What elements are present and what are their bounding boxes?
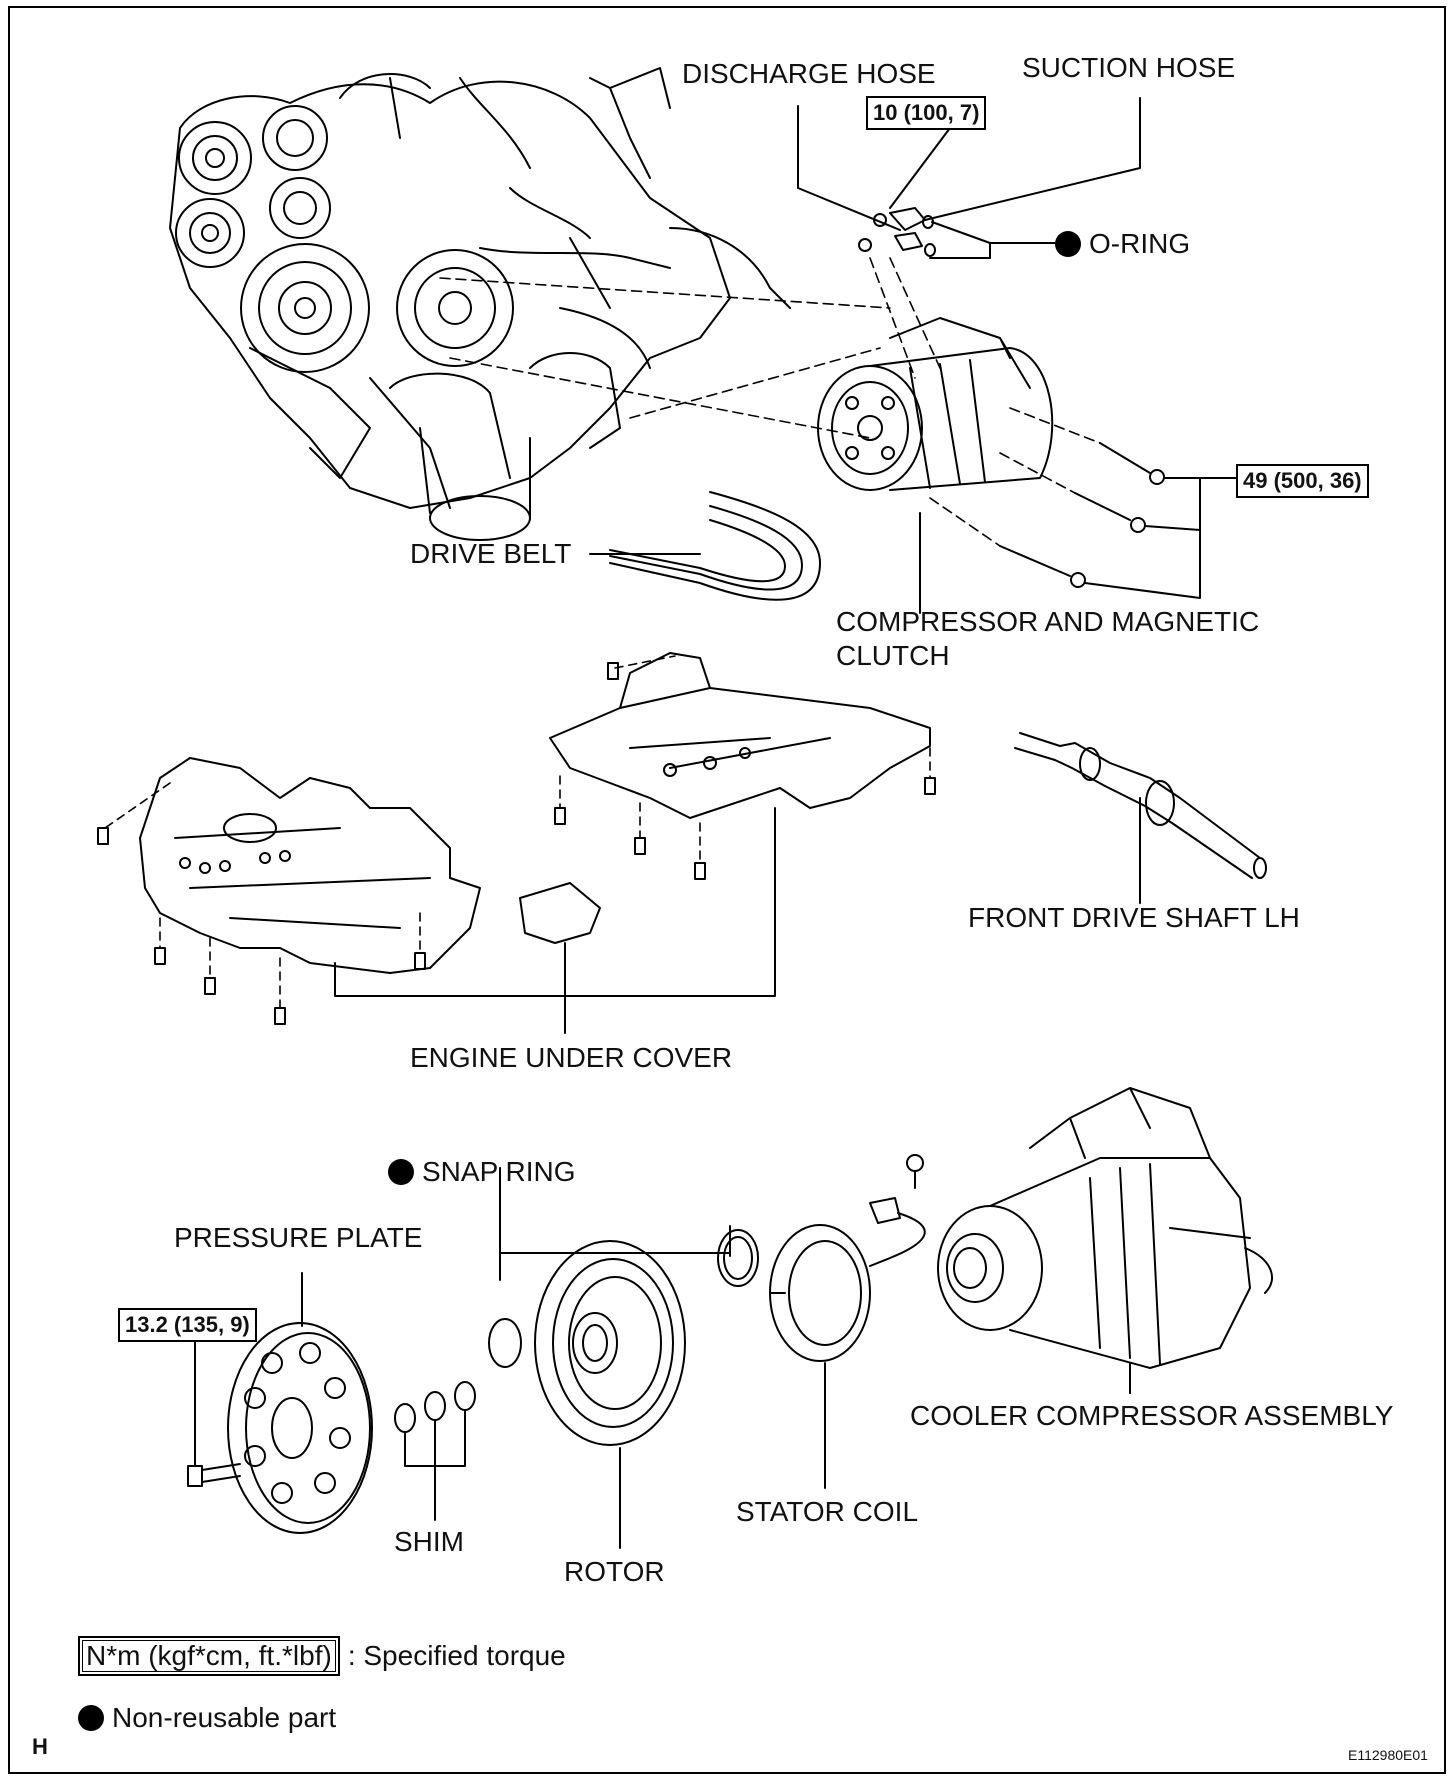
label-suction-hose: SUCTION HOSE xyxy=(1022,52,1236,83)
label-front-drive-shaft: FRONT DRIVE SHAFT LH xyxy=(968,902,1300,933)
stator-connector xyxy=(869,1154,926,1267)
legend-non-reusable: Non-reusable part xyxy=(78,1704,336,1732)
engine-illustration xyxy=(169,67,791,541)
small-bracket xyxy=(519,882,601,944)
label-cooler-compressor: COOLER COMPRESSOR ASSEMBLY xyxy=(910,1400,1394,1431)
legend-torque-box: N*m (kgf*cm, ft.*lbf) xyxy=(78,1636,340,1676)
exploded-diagram-art xyxy=(97,67,1274,1549)
label-rotor: ROTOR xyxy=(564,1556,665,1587)
label-engine-under-cover: ENGINE UNDER COVER xyxy=(410,1042,733,1073)
rotor xyxy=(534,1240,686,1446)
label-discharge-hose: DISCHARGE HOSE xyxy=(682,58,936,89)
torque-pressure-plate-bolt: 13.2 (135, 9) xyxy=(118,1308,257,1342)
corner-letter: H xyxy=(32,1734,48,1759)
compressor-upper xyxy=(817,317,1054,491)
label-snap-ring: SNAP RING xyxy=(388,1158,576,1186)
legend-torque: N*m (kgf*cm, ft.*lbf): Specified torque xyxy=(78,1636,566,1676)
figure-code: E112980E01 xyxy=(1348,1747,1428,1763)
lower-cover-bolts xyxy=(97,827,426,1025)
non-reusable-dot-icon xyxy=(388,1159,414,1185)
lower-under-cover xyxy=(139,757,481,974)
label-pressure-plate: PRESSURE PLATE xyxy=(174,1222,423,1253)
non-reusable-dot-icon xyxy=(78,1705,104,1731)
diagram-frame: DISCHARGE HOSE SUCTION HOSE 10 (100, 7) … xyxy=(8,6,1446,1774)
compressor-assembly xyxy=(937,1087,1274,1369)
label-shim: SHIM xyxy=(394,1526,464,1557)
hose-fittings xyxy=(858,207,936,257)
pressure-plate xyxy=(227,1322,373,1534)
leader-lines xyxy=(194,97,1246,1549)
drive-belt xyxy=(609,491,821,601)
snap-ring xyxy=(717,1229,759,1287)
compressor-bolts xyxy=(999,442,1165,588)
torque-hose-bolt: 10 (100, 7) xyxy=(866,96,987,130)
label-drive-belt: DRIVE BELT xyxy=(410,538,572,569)
label-compressor-clutch-1: COMPRESSOR AND MAGNETIC xyxy=(836,606,1260,637)
upper-cover-bolts xyxy=(554,662,936,880)
non-reusable-dot-icon xyxy=(1055,231,1081,257)
front-drive-shaft xyxy=(1014,732,1267,879)
stator-coil xyxy=(769,1224,871,1362)
label-compressor-clutch-2: CLUTCH xyxy=(836,640,950,671)
engine-leaders xyxy=(439,257,941,439)
torque-compressor-bolt: 49 (500, 36) xyxy=(1236,464,1369,498)
upper-under-cover xyxy=(549,652,931,819)
spacer-ring xyxy=(488,1318,522,1368)
label-o-ring: O-RING xyxy=(1055,230,1190,258)
label-stator-coil: STATOR COIL xyxy=(736,1496,919,1527)
